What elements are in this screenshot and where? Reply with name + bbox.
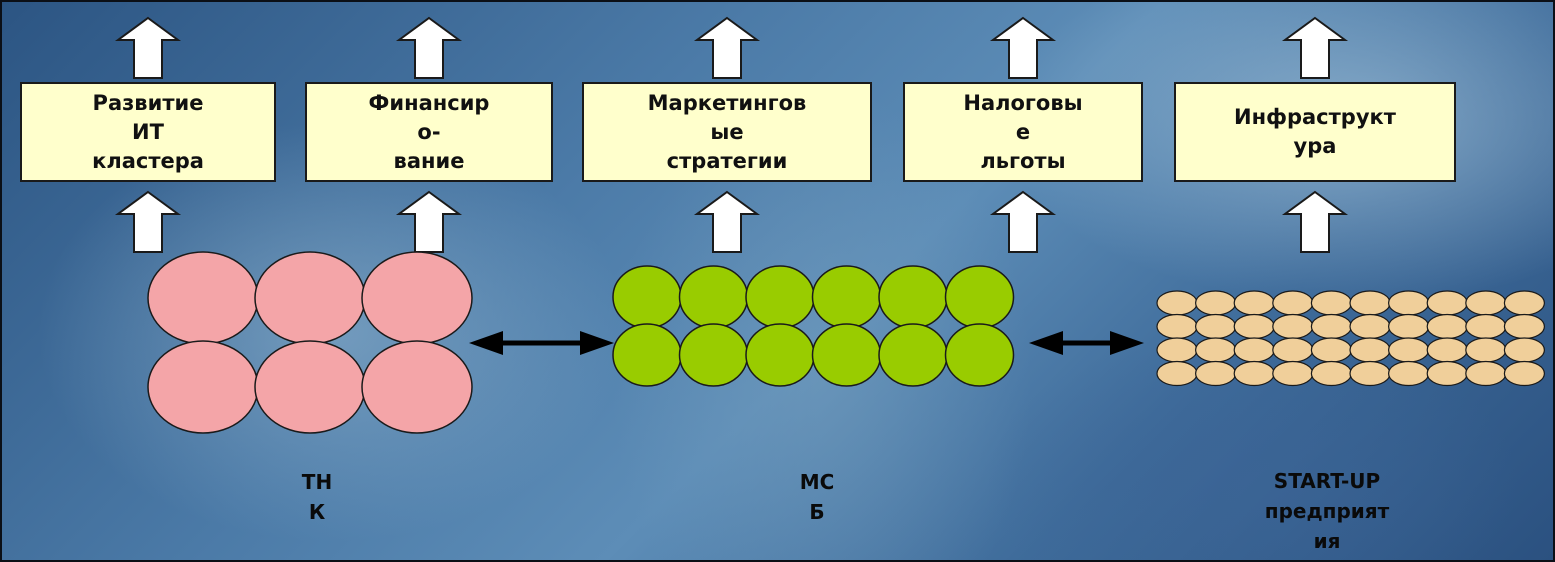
double-arrow-tnk-msb-head-left bbox=[469, 331, 503, 355]
startup-circle bbox=[1272, 360, 1314, 387]
startup-circle bbox=[1194, 290, 1237, 316]
double-arrow-tnk-msb-head-right bbox=[580, 331, 614, 355]
startup-circle bbox=[1310, 313, 1353, 340]
startup-circle bbox=[1194, 313, 1237, 340]
startup-circle bbox=[1503, 313, 1546, 340]
up-arrow-infrastructure bbox=[1281, 190, 1349, 253]
startup-circle bbox=[1349, 337, 1391, 363]
startup-circle bbox=[1465, 360, 1507, 387]
tnk-circle bbox=[254, 251, 366, 345]
msb-circle bbox=[678, 265, 749, 329]
tnk-circle bbox=[254, 340, 366, 434]
startup-circle bbox=[1272, 290, 1314, 316]
msb-circle bbox=[678, 323, 749, 387]
startup-circle bbox=[1503, 337, 1546, 363]
startup-circle bbox=[1387, 360, 1430, 387]
tnk-circle bbox=[361, 251, 473, 345]
up-arrow-marketing bbox=[693, 190, 761, 253]
startup-circle bbox=[1426, 360, 1468, 387]
startup-circle bbox=[1156, 337, 1198, 363]
startup-circle bbox=[1194, 360, 1237, 387]
msb-circle bbox=[745, 323, 815, 387]
up-arrow-marketing bbox=[693, 16, 761, 79]
up-arrow-tax-benefits bbox=[989, 190, 1057, 253]
startup-circle bbox=[1465, 337, 1507, 363]
startup-circle bbox=[1349, 290, 1391, 316]
double-arrow-msb-startup-head-left bbox=[1029, 331, 1063, 355]
tnk-circle bbox=[147, 340, 259, 434]
startup-circle bbox=[1194, 337, 1237, 363]
startup-circle bbox=[1387, 290, 1430, 316]
startup-circle bbox=[1233, 290, 1275, 316]
startup-circle bbox=[1503, 290, 1546, 316]
up-arrow-infrastructure bbox=[1281, 16, 1349, 79]
startup-circle bbox=[1156, 313, 1198, 340]
startup-circle bbox=[1503, 360, 1546, 387]
startup-circle bbox=[1233, 313, 1275, 340]
up-arrow-it-cluster bbox=[114, 16, 182, 79]
startup-circle bbox=[1272, 313, 1314, 340]
startup-circle bbox=[1465, 290, 1507, 316]
startup-circle bbox=[1465, 313, 1507, 340]
startup-circle bbox=[1426, 313, 1468, 340]
msb-circle bbox=[878, 265, 948, 329]
startup-circle bbox=[1272, 337, 1314, 363]
up-arrow-it-cluster bbox=[114, 190, 182, 253]
msb-circle bbox=[944, 265, 1015, 329]
msb-circle bbox=[878, 323, 948, 387]
startup-circle bbox=[1156, 360, 1198, 387]
startup-circle bbox=[1156, 290, 1198, 316]
startup-circle bbox=[1387, 337, 1430, 363]
msb-circle bbox=[811, 323, 882, 387]
up-arrow-financing bbox=[395, 16, 463, 79]
tnk-circle bbox=[361, 340, 473, 434]
msb-circle bbox=[944, 323, 1015, 387]
up-arrow-financing bbox=[395, 190, 463, 253]
msb-circle bbox=[811, 265, 882, 329]
msb-circle bbox=[745, 265, 815, 329]
startup-circle bbox=[1426, 337, 1468, 363]
startup-circle bbox=[1310, 290, 1353, 316]
startup-circle bbox=[1349, 360, 1391, 387]
double-arrow-msb-startup-head-right bbox=[1110, 331, 1144, 355]
startup-circle bbox=[1349, 313, 1391, 340]
msb-circle bbox=[612, 323, 682, 387]
up-arrow-tax-benefits bbox=[989, 16, 1057, 79]
tnk-circle bbox=[147, 251, 259, 345]
startup-circle bbox=[1426, 290, 1468, 316]
startup-circle bbox=[1310, 360, 1353, 387]
msb-circle bbox=[612, 265, 682, 329]
startup-circle bbox=[1387, 313, 1430, 340]
startup-circle bbox=[1233, 337, 1275, 363]
startup-circle bbox=[1233, 360, 1275, 387]
startup-circle bbox=[1310, 337, 1353, 363]
